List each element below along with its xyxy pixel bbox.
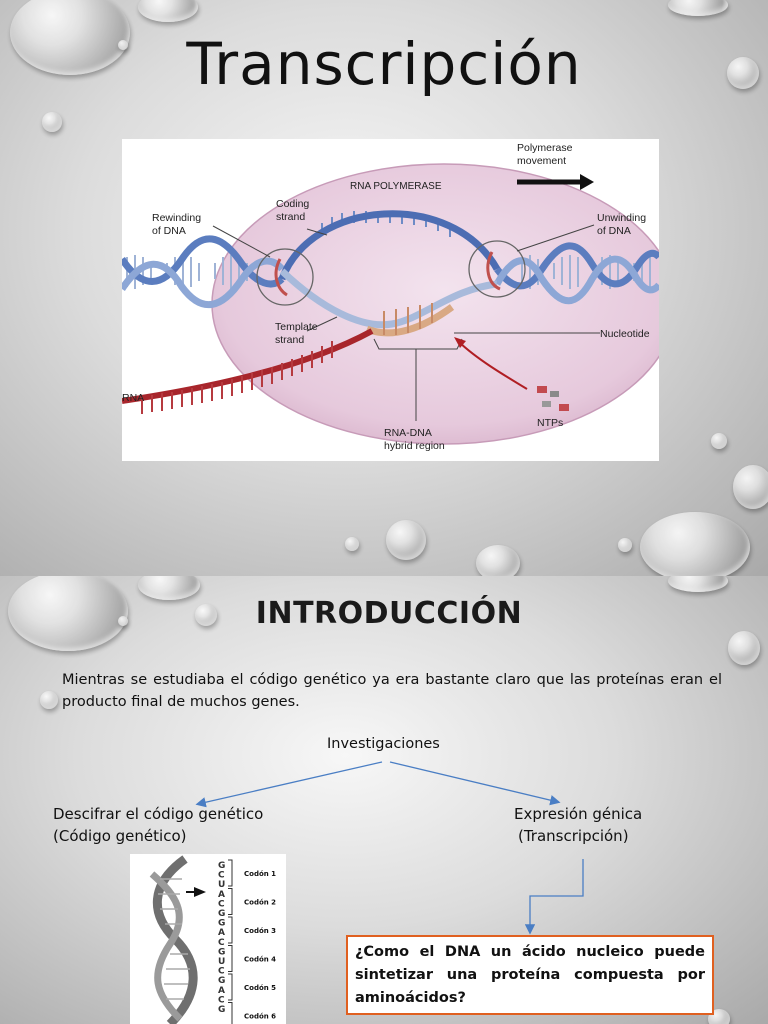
codon-bracket [228, 945, 233, 972]
water-drop [42, 112, 62, 132]
water-drop [195, 604, 217, 626]
right-branch-subtitle: (Transcripción) [518, 827, 629, 845]
water-drop [345, 537, 359, 551]
codon-label: Codón 3 [244, 927, 276, 935]
label-ntps: NTPs [537, 417, 563, 429]
transcription-diagram: Polymerase movement RNA POLYMERASE Codin… [119, 139, 677, 461]
label-rna: RNA [122, 392, 144, 404]
label-polymerase-movement: Polymerase [517, 142, 573, 154]
label-polymerase-movement-2: movement [517, 155, 566, 167]
tree-root-label: Investigaciones [327, 736, 440, 752]
water-drop [118, 40, 128, 50]
codon-bracket [228, 859, 233, 887]
label-rna-polymerase: RNA POLYMERASE [350, 181, 442, 192]
water-drop [138, 0, 198, 22]
water-drop [40, 691, 58, 709]
label-coding-strand: Coding [276, 198, 309, 210]
codon-label: Codón 1 [244, 870, 276, 878]
section-title: INTRODUCCIÓN [255, 596, 523, 631]
left-branch-title: Descifrar el código genético [53, 805, 264, 823]
water-drop [640, 512, 750, 576]
water-drop [476, 545, 520, 576]
codon-base-letter: C [218, 995, 225, 1005]
codon-base-letter: G [218, 1005, 225, 1015]
codon-bracket [228, 888, 233, 915]
codon-base-letter: C [218, 899, 225, 909]
right-branch-title: Expresión génica [514, 805, 643, 823]
codon-base-letter: G [218, 919, 225, 929]
water-drop [118, 616, 128, 626]
water-drop [8, 576, 128, 651]
arrow-to-question [524, 859, 584, 935]
label-unwinding-2: of DNA [597, 225, 631, 237]
left-branch-subtitle: (Código genético) [53, 827, 187, 845]
question-box: ¿Como el DNA un ácido nucleico puede sin… [346, 935, 714, 1015]
codon-base-letter: C [218, 871, 225, 881]
codon-base-letter: A [218, 890, 225, 900]
water-drop [668, 0, 728, 16]
label-rewinding-2: of DNA [152, 225, 186, 237]
codon-base-letter: U [218, 957, 225, 967]
slide-transcripcion: Transcripción [0, 0, 768, 576]
water-drop [728, 631, 760, 665]
codon-base-letter: C [218, 938, 225, 948]
codon-base-letter: G [218, 976, 225, 986]
label-rewinding: Rewinding [152, 212, 201, 224]
water-drop [668, 576, 728, 592]
codon-bracket [228, 973, 233, 1001]
codon-base-letter: A [218, 928, 225, 938]
label-coding-strand-2: strand [276, 211, 305, 223]
page-title: Transcripción [186, 30, 582, 98]
codon-label: Codón 5 [244, 984, 276, 992]
codon-label: Codón 4 [244, 956, 276, 964]
codon-label: Codón 2 [244, 899, 276, 907]
codon-base-letter: U [218, 880, 225, 890]
slide-introduccion: INTRODUCCIÓN Mientras se estudiaba el có… [0, 576, 768, 1024]
water-drop [711, 433, 727, 449]
water-drop [138, 576, 200, 600]
codon-base-letter: G [218, 909, 225, 919]
water-drop [733, 465, 768, 509]
arrow-to-left-branch [195, 761, 383, 808]
tree-connectors [195, 761, 584, 935]
codon-base-letter: A [218, 986, 225, 996]
water-drop [386, 520, 426, 560]
codon-base-letter: G [218, 947, 225, 957]
water-drop [618, 538, 632, 552]
transcription-diagram-svg: Polymerase movement RNA POLYMERASE Codin… [119, 142, 677, 452]
codon-base-letter: G [218, 861, 225, 871]
codon-bracket [228, 916, 233, 944]
intro-paragraph: Mientras se estudiaba el código genético… [62, 672, 722, 710]
label-template-strand: Template [275, 321, 318, 333]
water-drop [727, 57, 759, 89]
codon-base-letter: C [218, 967, 225, 977]
label-template-strand-2: strand [275, 334, 304, 346]
codon-label: Codón 6 [244, 1013, 276, 1021]
label-hybrid: RNA-DNA [384, 427, 432, 439]
label-hybrid-2: hybrid region [384, 440, 445, 452]
arrow-to-right-branch [389, 761, 561, 806]
label-unwinding: Unwinding [597, 212, 646, 224]
water-drop [10, 0, 130, 75]
label-nucleotide: Nucleotide [600, 328, 650, 340]
codon-bracket [228, 1002, 233, 1024]
